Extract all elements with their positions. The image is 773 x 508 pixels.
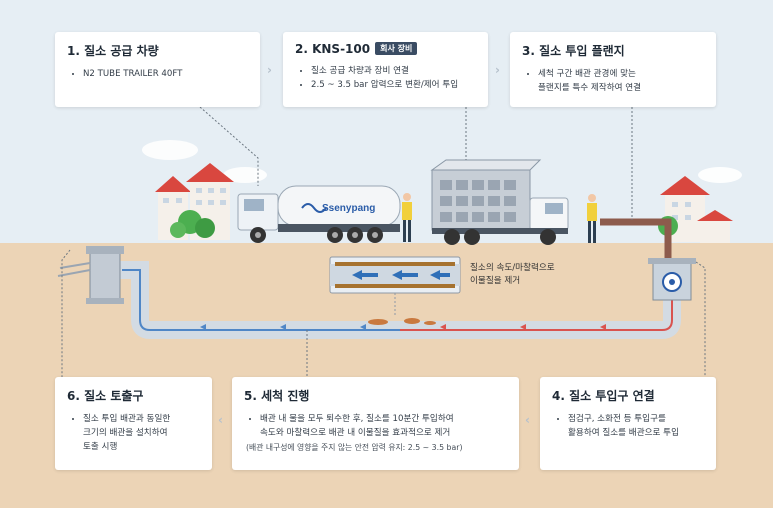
flow-arrows [200, 324, 606, 330]
feed-pipe [600, 218, 672, 265]
leader-lines [61, 106, 706, 377]
step-2-item-2: 2.5 ~ 3.5 bar 압력으로 변환/제어 투입 [311, 78, 476, 92]
arrow-left-icon: ‹ [525, 413, 530, 427]
step-3-item-2: 플랜지를 특수 제작하여 연결 [538, 83, 642, 93]
step-card-2: 2. KNS-100 회사 장비 질소 공급 차량과 장비 연결 2.5 ~ 3.… [283, 32, 488, 107]
step-6-item-1: 질소 투입 배관과 동일한 [83, 412, 200, 426]
callout-line-1: 질소의 속도/마찰력으로 [470, 263, 555, 273]
step-card-6: 6. 질소 토출구 질소 투입 배관과 동일한 크기의 배관을 설치하여 토출 … [55, 377, 212, 470]
step-5-item-2: 속도와 마찰력으로 배관 내 이물질을 효과적으로 제거 [260, 428, 451, 438]
inlet-device [648, 258, 696, 301]
pipe-zoom-inset [329, 256, 461, 315]
step-4-item-1: 점검구, 소화전 등 투입구를 [568, 412, 704, 426]
step-5-note: (배관 내구성에 영향을 주지 않는 안전 압력 유지: 2.5 ~ 3.5 b… [246, 443, 463, 452]
outlet-device [57, 246, 124, 304]
step-1-items: N2 TUBE TRAILER 40FT [67, 67, 248, 81]
step-5-items: 배관 내 물을 모두 퇴수한 후, 질소를 10분간 투입하여 속도와 마찰력으… [244, 412, 507, 440]
pipe-debris [368, 318, 436, 325]
step-2-item-1: 질소 공급 차량과 장비 연결 [311, 64, 476, 78]
step-4-items: 점검구, 소화전 등 투입구를 활용하여 질소를 배관으로 투입 [552, 412, 704, 440]
step-2-title: 2. KNS-100 [295, 42, 371, 56]
arrow-right-icon: › [495, 63, 500, 77]
step-1-item-1: N2 TUBE TRAILER 40FT [83, 67, 248, 81]
step-card-1: 1. 질소 공급 차량 N2 TUBE TRAILER 40FT [55, 32, 260, 107]
step-6-items: 질소 투입 배관과 동일한 크기의 배관을 설치하여 토출 시행 [67, 412, 200, 454]
step-6-item-2: 크기의 배관을 설치하여 [83, 428, 168, 438]
truck-brand-label: Ssenypang [322, 203, 375, 214]
step-5-item-1: 배관 내 물을 모두 퇴수한 후, 질소를 10분간 투입하여 [260, 412, 507, 426]
tube-trailer-truck [237, 185, 401, 243]
left-buildings [155, 163, 234, 240]
step-card-3: 3. 질소 투입 플랜지 세척 구간 배관 관경에 맞는 플랜지를 특수 제작하… [510, 32, 716, 107]
step-2-items: 질소 공급 차량과 장비 연결 2.5 ~ 3.5 bar 압력으로 변환/제어… [295, 64, 476, 92]
step-4-title: 4. 질소 투입구 연결 [552, 389, 655, 403]
company-equipment-badge: 회사 장비 [375, 42, 418, 55]
step-5-title: 5. 세척 진행 [244, 389, 310, 403]
worker-left [402, 193, 412, 242]
arrow-right-icon: › [267, 63, 272, 77]
flow-line-red [400, 300, 673, 331]
step-1-title: 1. 질소 공급 차량 [67, 44, 159, 58]
flow-line-blue [122, 269, 400, 331]
step-6-title: 6. 질소 토출구 [67, 389, 144, 403]
step-card-5: 5. 세척 진행 배관 내 물을 모두 퇴수한 후, 질소를 10분간 투입하여… [232, 377, 519, 470]
worker-right [587, 194, 597, 243]
step-card-4: 4. 질소 투입구 연결 점검구, 소화전 등 투입구를 활용하여 질소를 배관… [540, 377, 716, 470]
arrow-left-icon: ‹ [218, 413, 223, 427]
step-2-heading: 2. KNS-100 회사 장비 [295, 42, 476, 56]
step-6-item-3: 토출 시행 [83, 442, 118, 452]
step-3-item-1: 세척 구간 배관 관경에 맞는 [538, 67, 704, 81]
clouds [142, 140, 742, 183]
callout-line-2: 이물질을 제거 [470, 276, 521, 286]
inset-callout: 질소의 속도/마찰력으로 이물질을 제거 [470, 262, 555, 288]
step-3-items: 세척 구간 배관 관경에 맞는 플랜지를 특수 제작하여 연결 [522, 67, 704, 95]
step-4-item-2: 활용하여 질소를 배관으로 투입 [568, 428, 679, 438]
kns-equipment-truck [430, 159, 569, 245]
step-3-title: 3. 질소 투입 플랜지 [522, 44, 625, 58]
